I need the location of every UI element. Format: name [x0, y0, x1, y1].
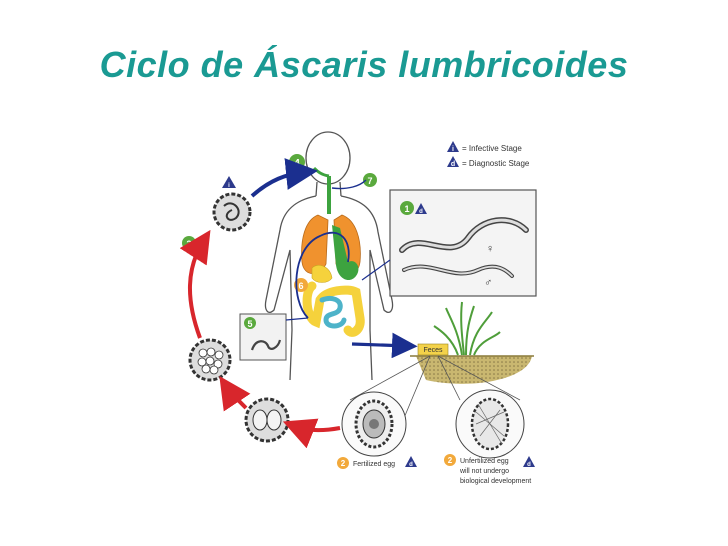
unfertilized-diagnostic-icon: d	[523, 456, 535, 468]
arrow-multicell-to-larva	[179, 229, 211, 339]
svg-text:4: 4	[294, 158, 300, 169]
migration-path-7	[331, 179, 367, 190]
egg-two-cell-stage	[244, 397, 290, 443]
small-intestine	[319, 295, 347, 329]
svg-text:d: d	[451, 161, 455, 168]
egg-multicell-stage	[188, 338, 232, 382]
stage-2-fertilized-marker: 2	[337, 457, 349, 469]
male-symbol: ♂	[484, 277, 492, 289]
unfertilized-label-line-2: will not undergo	[459, 468, 509, 475]
unfertilized-egg	[455, 389, 525, 459]
fertilized-egg	[341, 391, 407, 457]
legend: i = Infective Stage d = Diagnostic Stage	[447, 141, 530, 168]
svg-text:i: i	[228, 183, 230, 189]
svg-text:d: d	[419, 209, 423, 215]
stage-6-marker: 6	[294, 278, 308, 292]
svg-text:7: 7	[367, 176, 372, 186]
svg-text:2: 2	[341, 459, 346, 468]
arrow-ingestion	[250, 158, 318, 198]
legend-infective-label: = Infective Stage	[462, 144, 522, 153]
svg-text:5: 5	[247, 319, 252, 329]
stage-3-marker: 3	[182, 236, 196, 250]
page-title: Ciclo de Áscaris lumbricoides	[99, 44, 629, 85]
stage-7-marker: 7	[363, 173, 377, 187]
arrow-two-cell-to-multicell	[219, 376, 251, 412]
soil-and-grass	[410, 301, 534, 384]
egg-infective-icon: i	[222, 176, 236, 189]
stomach	[332, 225, 359, 281]
fertilized-egg-label: Fertilized egg	[353, 461, 395, 468]
svg-text:d: d	[527, 462, 531, 468]
svg-text:2: 2	[448, 456, 453, 465]
feces-label-box: Feces	[417, 343, 449, 356]
fertilized-diagnostic-icon: d	[405, 456, 417, 468]
infective-stage-icon: i	[447, 141, 459, 153]
stage-1-adult-worms-box: 1 d ♀ ♂	[361, 189, 537, 297]
arrow-egg-to-two-cell	[282, 418, 341, 449]
liver	[311, 265, 333, 283]
diagnostic-stage-icon: d	[447, 156, 459, 168]
egg-embryonated-larva	[212, 192, 252, 232]
svg-text:3: 3	[186, 239, 191, 249]
svg-text:d: d	[409, 462, 413, 468]
unfertilized-label-line-3: biological development	[460, 478, 531, 485]
stage-2-unfertilized-marker: 2	[444, 454, 456, 466]
stage-4-marker: 4	[289, 154, 305, 170]
arrow-to-feces	[351, 332, 418, 359]
legend-diagnostic-label: = Diagnostic Stage	[462, 159, 530, 168]
unfertilized-label-line-1: Unfertilized egg	[460, 458, 509, 465]
migration-path	[295, 231, 350, 319]
zoom-lines	[349, 355, 521, 419]
stage-5-larva-box: 5	[239, 313, 309, 361]
svg-text:Feces: Feces	[423, 347, 443, 354]
svg-text:1: 1	[404, 204, 409, 214]
svg-text:6: 6	[298, 281, 303, 291]
female-symbol: ♀	[486, 243, 494, 255]
svg-text:i: i	[452, 146, 454, 153]
large-intestine	[302, 281, 365, 337]
